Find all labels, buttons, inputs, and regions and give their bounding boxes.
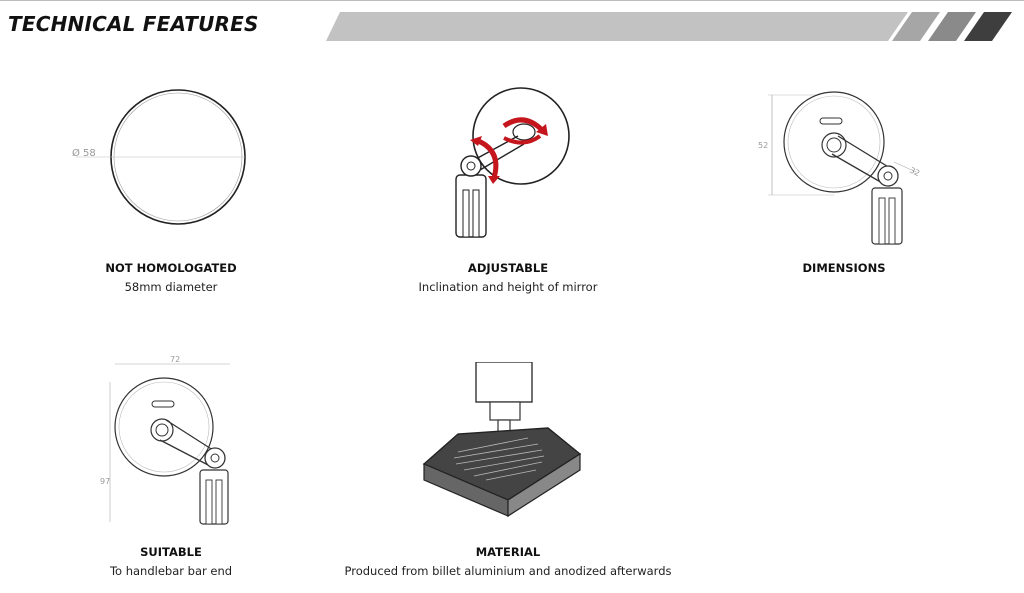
feature-dimensions: 52 32 DIMENSIONS [734,80,954,300]
dimensions-drawing-icon: 52 32 [758,91,921,245]
feature-adjustable: ADJUSTABLE Inclination and height of mir… [396,80,620,300]
round-mirror-diameter-icon: Ø 58 [72,89,246,225]
feature-description: Inclination and height of mirror [418,280,598,294]
arm-dimension-label: 32 [908,166,921,178]
page-title: TECHNICAL FEATURES [8,12,259,36]
header-banner-stripes [326,12,1012,41]
height-dimension-label: 97 [100,477,110,486]
feature-suitable: 72 97 SUITABLE To handlebar bar end [60,352,282,582]
feature-description: To handlebar bar end [109,564,233,578]
feature-description: Produced from billet aluminium and anodi… [344,564,672,578]
diameter-dimension-label: Ø 58 [72,147,96,159]
feature-not-homologated: Ø 58 NOT HOMOLOGATED 58mm diameter [60,80,282,300]
height-dimension-label: 52 [758,141,768,150]
feature-description: 58mm diameter [124,280,218,294]
adjustable-mirror-icon [455,87,570,238]
bar-end-mount-icon: 72 97 [100,355,230,525]
feature-material: MATERIAL Produced from billet aluminium … [338,352,678,582]
feature-label: SUITABLE [140,545,202,559]
cnc-milling-icon [422,362,582,518]
feature-label: MATERIAL [475,545,541,559]
feature-label: DIMENSIONS [802,261,886,275]
feature-label: ADJUSTABLE [467,261,549,275]
width-dimension-label: 72 [170,355,180,364]
top-divider-line [0,0,1024,1]
feature-label: NOT HOMOLOGATED [105,261,237,275]
